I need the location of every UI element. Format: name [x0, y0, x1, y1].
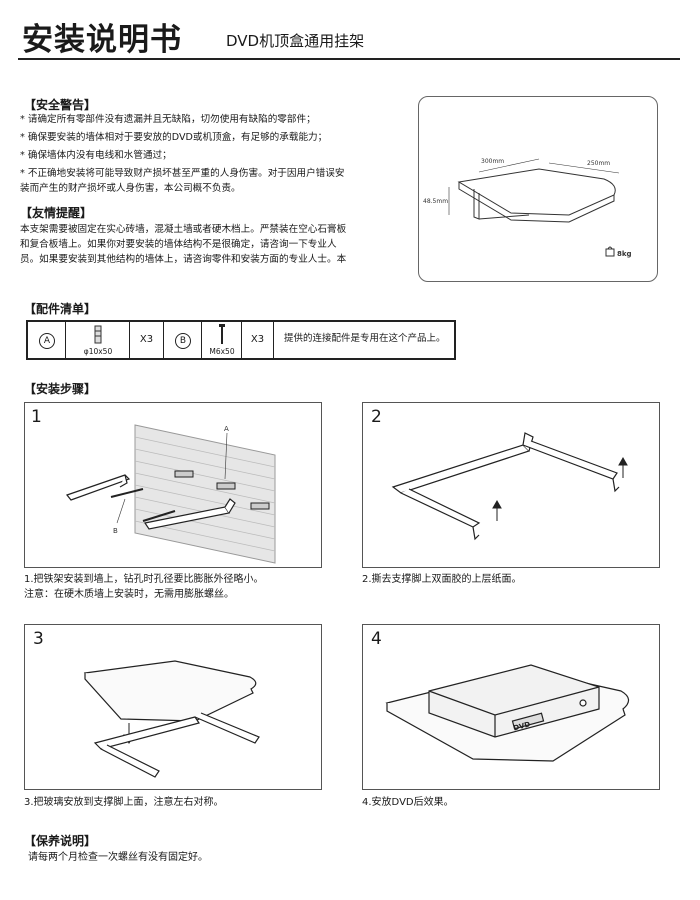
step-2-number: 2 — [371, 407, 382, 427]
safety-item: * 确保要安装的墙体相对于要安放的DVD或机顶盒，有足够的承载能力； — [20, 132, 328, 143]
support-brackets — [391, 432, 620, 541]
step-4-drawing: DVD — [385, 664, 630, 762]
support-brackets — [93, 712, 260, 778]
safety-item: * 确保墙体内没有电线和水管通过； — [20, 150, 172, 161]
step-3-caption: 3.把玻璃安放到支撑脚上面，注意左右对称。 — [24, 797, 224, 808]
callout-b: B — [113, 527, 118, 535]
tips-text: 本支架需要被固定在实心砖墙，混凝土墙或者硬木档上。严禁装在空心石膏板 和复合板墙… — [20, 222, 412, 267]
care-heading: 【保养说明】 — [24, 834, 97, 848]
safety-item: * 请确定所有零部件没有遗漏并且无缺陷，切勿使用有缺陷的零部件； — [20, 114, 316, 125]
part-b-cell: M6x50 — [202, 322, 242, 358]
step-2-caption: 2.撕去支撑脚上双面胶的上层纸面。 — [362, 574, 522, 585]
dimension-diagram: 300mm 250mm 48.5mm 8kg — [418, 96, 658, 282]
weight-icon — [605, 246, 615, 257]
part-b-label: B — [175, 333, 191, 349]
parts-heading: 【配件清单】 — [24, 302, 97, 316]
part-a-size: φ10x50 — [83, 347, 113, 356]
step-3-panel: 3 — [24, 624, 322, 790]
page-title: 安装说明书 — [22, 22, 182, 58]
tips-heading: 【友情提醒】 — [20, 206, 93, 220]
part-a-label-cell: A — [28, 322, 66, 358]
dim-width: 300mm — [481, 158, 504, 165]
tips-line: 和复合板墙上。如果你对要安装的墙体结构不是很确定，请咨询一下专业人 — [20, 239, 337, 250]
dim-height: 48.5mm — [423, 198, 448, 205]
screw-icon — [219, 324, 225, 344]
anchor-icon — [94, 325, 102, 344]
safety-list: * 请确定所有零部件没有遗漏并且无缺陷，切勿使用有缺陷的零部件； * 确保要安装… — [20, 112, 410, 196]
title-rule — [18, 58, 680, 60]
parts-note: 提供的连接配件是专用在这个产品上。 — [284, 333, 446, 344]
arrow-up-icon — [492, 499, 502, 521]
parts-table: A φ10x50 X3 B M6x50 X3 提供的连接配件是专用在这个产品上。 — [26, 320, 456, 360]
step-1-number: 1 — [31, 407, 42, 427]
arrow-up-icon — [618, 456, 628, 478]
step-4-number: 4 — [371, 629, 382, 649]
part-b-label-cell: B — [164, 322, 202, 358]
step-1-line-1: 1.把铁架安装到墙上，钻孔时孔径要比膨胀外径略小。 — [24, 574, 264, 585]
step-2-panel: 2 — [362, 402, 660, 568]
screws — [110, 488, 176, 522]
step-2-drawing — [391, 432, 628, 541]
step-1-drawing: A B — [65, 424, 276, 564]
bracket-right — [144, 498, 236, 530]
part-a-cell: φ10x50 — [66, 322, 130, 358]
part-b-size: M6x50 — [209, 347, 235, 356]
safety-heading: 【安全警告】 — [24, 98, 97, 112]
glass-shelf — [83, 660, 257, 722]
part-a-qty: X3 — [130, 322, 164, 358]
dim-depth: 250mm — [587, 160, 610, 167]
part-b-qty: X3 — [242, 322, 274, 358]
safety-item: 装而产生的财产损坏或人身伤害，本公司概不负责。 — [20, 183, 241, 194]
callout-a: A — [224, 425, 229, 433]
dvd-player — [428, 664, 600, 738]
step-4-panel: 4 DVD — [362, 624, 660, 790]
steps-heading: 【安装步骤】 — [24, 382, 97, 396]
step-3-number: 3 — [33, 629, 44, 649]
step-1-line-2: 注意：在硬木质墙上安装时，无需用膨胀螺丝。 — [24, 589, 234, 600]
care-text: 请每两个月检查一次螺丝有没有固定好。 — [28, 852, 208, 863]
wall-anchors — [174, 470, 270, 510]
tips-line: 本支架需要被固定在实心砖墙，混凝土墙或者硬木档上。严禁装在空心石膏板 — [20, 224, 347, 235]
step-1-panel: 1 A B — [24, 402, 322, 568]
page-subtitle: DVD机顶盒通用挂架 — [226, 32, 365, 50]
tips-line: 员。如果要安装到其他结构的墙体上，请咨询零件和安装方面的专业人士。本 — [20, 254, 347, 265]
safety-item: * 不正确地安装将可能导致财产损坏甚至严重的人身伤害。对于因用户错误安 — [20, 168, 345, 179]
shelf-dimension-drawing: 300mm 250mm 48.5mm 8kg — [423, 158, 632, 258]
step-4-caption: 4.安放DVD后效果。 — [362, 797, 454, 808]
brick-wall — [134, 424, 276, 564]
step-1-caption: 1.把铁架安装到墙上，钻孔时孔径要比膨胀外径略小。 注意：在硬木质墙上安装时，无… — [24, 572, 344, 602]
load-capacity: 8kg — [617, 250, 632, 258]
part-a-label: A — [39, 333, 55, 349]
bracket-left — [65, 474, 131, 501]
step-3-drawing — [83, 660, 260, 778]
